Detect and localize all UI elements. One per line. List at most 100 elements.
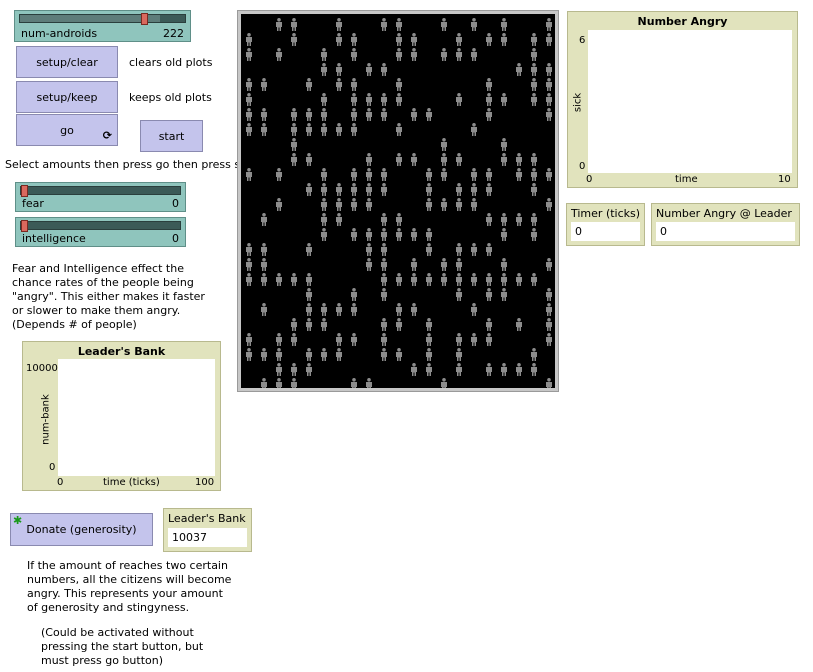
person-icon [336,18,342,31]
world-view[interactable] [237,10,559,392]
person-icon [381,243,387,256]
clears-note: clears old plots [129,56,213,69]
person-icon [366,63,372,76]
person-icon [531,78,537,91]
person-icon [426,183,432,196]
person-icon [441,198,447,211]
person-icon [246,93,252,106]
person-icon [336,78,342,91]
person-icon [321,183,327,196]
person-icon [366,228,372,241]
person-icon [411,363,417,376]
person-icon [246,48,252,61]
person-icon [501,273,507,286]
slider-track[interactable] [20,185,181,197]
person-icon [246,333,252,346]
slider-thumb[interactable] [21,220,28,232]
y-axis-label: num-bank [40,394,52,445]
intelligence-slider[interactable]: intelligence 0 [15,217,186,247]
slider-thumb[interactable] [21,185,28,197]
start-button[interactable]: start [140,120,203,152]
person-icon [306,108,312,121]
x-axis-label: time (ticks) [103,477,160,488]
fear-slider[interactable]: fear 0 [15,182,186,212]
slider-fill [20,15,161,22]
person-icon [441,153,447,166]
x-min-label: 0 [586,174,593,185]
person-icon [516,63,522,76]
person-icon [516,363,522,376]
person-icon [531,273,537,286]
person-icon [486,363,492,376]
person-icon [261,258,267,271]
note-line: numbers, all the citizens will become [27,573,232,586]
plot-title: Number Angry [637,15,728,28]
person-icon [456,183,462,196]
person-icon [381,333,387,346]
person-icon [531,348,537,361]
donate-button[interactable]: ✱ Donate (generosity) [10,513,153,546]
forever-icon: ⟳ [102,129,112,142]
person-icon [351,168,357,181]
person-icon [276,378,282,388]
person-icon [531,213,537,226]
monitor-label: Timer (ticks) [571,207,641,220]
person-icon [246,258,252,271]
setup-clear-button[interactable]: setup/clear [16,46,118,78]
person-icon [321,63,327,76]
y-min-label: 0 [579,161,586,172]
person-icon [471,183,477,196]
go-label: go [60,123,74,137]
person-icon [276,18,282,31]
person-icon [546,78,552,91]
num-androids-slider[interactable]: num-androids 222 [14,10,191,42]
person-icon [381,18,387,31]
person-icon [501,258,507,271]
setup-keep-button[interactable]: setup/keep [16,81,118,113]
keeps-note: keeps old plots [129,91,212,104]
person-icon [351,93,357,106]
person-icon [486,33,492,46]
slider-label: num-androids [21,27,98,40]
slider-track[interactable] [19,13,186,25]
person-icon [531,63,537,76]
slider-thumb[interactable] [141,13,148,25]
person-icon [411,153,417,166]
timer-monitor: Timer (ticks) 0 [566,203,645,246]
person-icon [381,258,387,271]
person-icon [351,123,357,136]
person-icon [381,213,387,226]
person-icon [546,378,552,388]
person-icon [396,303,402,316]
slider-track[interactable] [20,220,181,232]
person-icon [486,108,492,121]
person-icon [336,123,342,136]
note-line: If the amount of reaches two certain [27,559,228,572]
person-icon [261,78,267,91]
person-icon [336,33,342,46]
go-button[interactable]: go ⟳ [16,114,118,146]
person-icon [396,93,402,106]
person-icon [261,273,267,286]
monitor-value: 10037 [168,528,247,547]
person-icon [456,93,462,106]
person-icon [456,333,462,346]
person-icon [546,198,552,211]
slider-label: fear [22,197,44,210]
slider-label: intelligence [22,232,86,245]
note-line: must press go button) [41,654,163,667]
person-icon [396,153,402,166]
person-icon [336,213,342,226]
person-icon [261,378,267,388]
world-canvas[interactable] [241,14,555,388]
slider-value: 0 [172,232,179,245]
person-icon [426,348,432,361]
person-icon [531,228,537,241]
person-icon [411,303,417,316]
person-icon [396,273,402,286]
monitor-label: Number Angry @ Leader [656,207,792,220]
x-axis-label: time [675,174,698,185]
note-line: chance rates of the people being [12,276,194,289]
person-icon [351,378,357,388]
note-line: (Could be activated without [41,626,194,639]
